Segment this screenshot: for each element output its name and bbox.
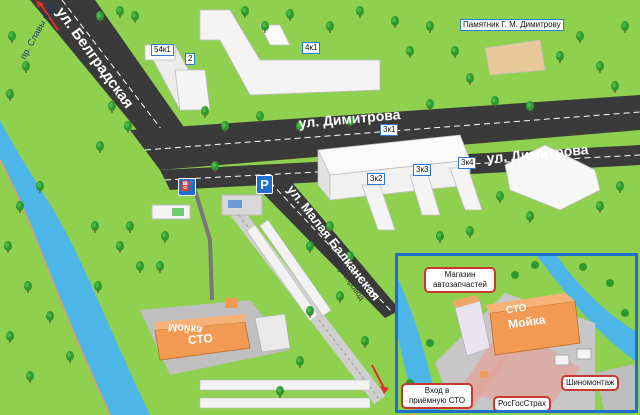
buildings (144, 9, 601, 231)
gas-station (151, 204, 191, 220)
parking-lot (221, 194, 263, 216)
callout-rosgosstrakh: РосГосСтрах (493, 396, 552, 410)
building-54k1: 54к1 (151, 44, 174, 56)
callout-magazin: Магазин автозапчастей (424, 267, 496, 293)
fuel-icon: ⛽ (178, 178, 196, 196)
building-3k3: 3к3 (413, 164, 432, 176)
building-3k1: 3к1 (380, 124, 399, 136)
callout-vkhod: Вход в приёмную СТО (401, 383, 473, 409)
inset-map: Мойка СТО Магазин автозапчастей Вход в п… (395, 253, 638, 413)
building-4k1: 4к1 (302, 42, 321, 54)
monument-label: Памятник Г. М. Димитрову (460, 19, 564, 31)
building-3k2: 3к2 (367, 173, 386, 185)
building-2: 2 (185, 53, 196, 65)
garages (199, 219, 371, 409)
inset-river-right (537, 256, 635, 361)
river (0, 120, 150, 415)
parking-icon: P (256, 175, 273, 194)
inset-river (398, 279, 440, 410)
building-3k4: 3к4 (458, 157, 477, 169)
access-road (193, 189, 214, 301)
sto-site (140, 298, 291, 375)
direction-arrow-icon (36, 0, 389, 394)
main-sto-label: СТО (187, 330, 214, 348)
river-bank (0, 159, 111, 415)
callout-shinomontazh: Шиномонтаж (561, 375, 620, 391)
road-malaya-balkanskaya (250, 180, 400, 318)
